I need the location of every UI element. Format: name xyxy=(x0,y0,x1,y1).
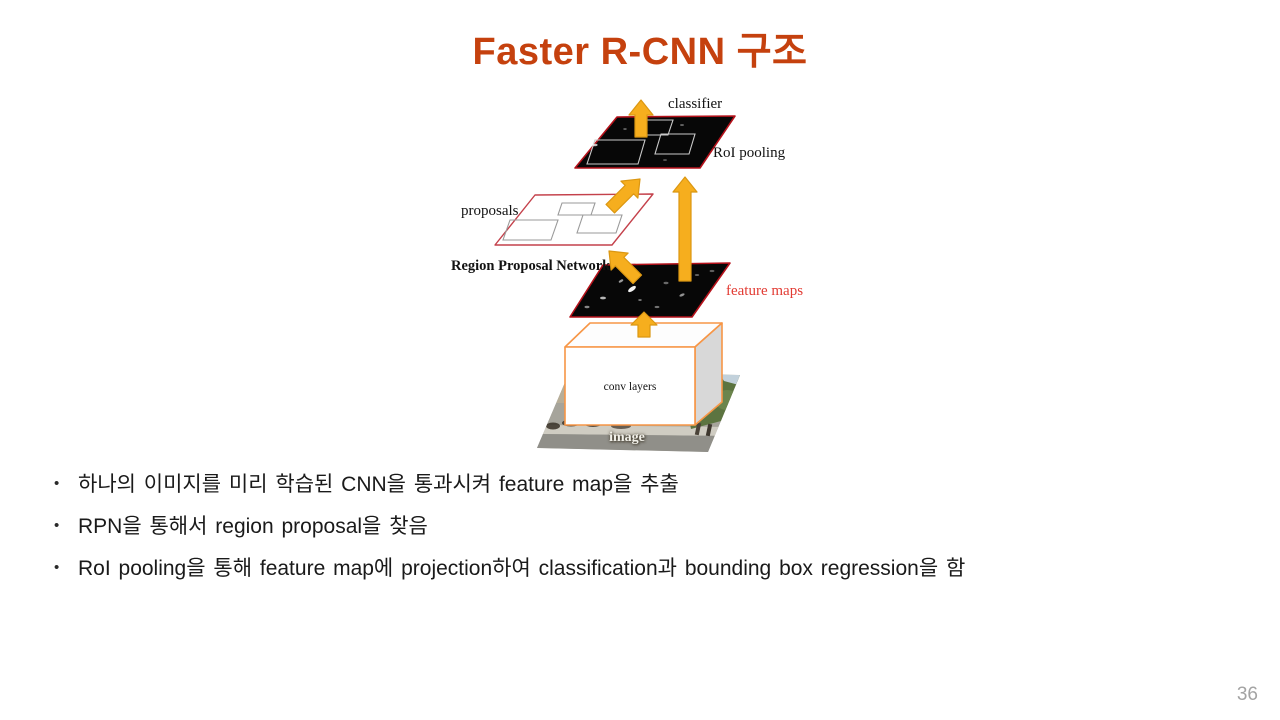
bullet-item-1: • 하나의 이미지를 미리 학습된 CNN을 통과시켜 feature map을… xyxy=(48,462,965,504)
label-region-proposal-network: Region Proposal Network xyxy=(451,258,611,274)
page-number: 36 xyxy=(1236,684,1258,705)
arrow-diagonal-up-left-icon xyxy=(608,250,643,285)
arrow-up-small-icon xyxy=(630,311,658,338)
arrow-diagonal-up-right-icon xyxy=(605,178,641,214)
bullet-dot: • xyxy=(54,558,60,576)
bullet-dot: • xyxy=(54,516,60,534)
label-roi-pooling: RoI pooling xyxy=(713,145,786,161)
label-conv-layers: conv layers xyxy=(603,381,657,393)
conv-layers-box xyxy=(564,322,723,426)
bullet-dot: • xyxy=(54,474,60,492)
label-image: image xyxy=(609,430,645,445)
label-proposals: proposals xyxy=(461,203,519,219)
roi-pooling-layer xyxy=(574,115,736,169)
bullet-text-1: 하나의 이미지를 미리 학습된 CNN을 통과시켜 feature map을 추… xyxy=(78,473,679,496)
bullet-item-3: • RoI pooling을 통해 feature map에 projectio… xyxy=(48,546,965,588)
arrow-up-classifier-icon xyxy=(628,99,654,138)
label-feature-maps: feature maps xyxy=(726,283,804,299)
bullet-text-3: RoI pooling을 통해 feature map에 projection하… xyxy=(78,557,966,580)
faster-rcnn-architecture-diagram: classifier RoI pooling proposals Region … xyxy=(435,85,845,465)
proposals-layer xyxy=(494,193,654,246)
page-title: Faster R-CNN 구조 xyxy=(472,31,808,73)
bullet-list: • 하나의 이미지를 미리 학습된 CNN을 통과시켜 feature map을… xyxy=(48,462,965,588)
label-classifier: classifier xyxy=(668,96,723,112)
diagram-canvas xyxy=(494,99,740,452)
bullet-item-2: • RPN을 통해서 region proposal을 찾음 xyxy=(48,504,965,546)
arrow-up-long-icon xyxy=(672,176,698,282)
bullet-text-2: RPN을 통해서 region proposal을 찾음 xyxy=(78,515,428,538)
